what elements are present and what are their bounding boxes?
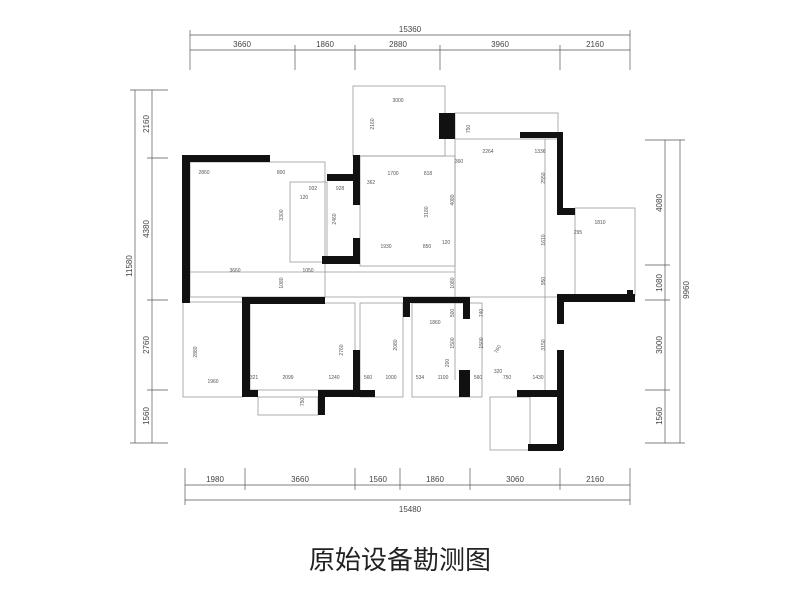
dim-label: 1080	[450, 277, 456, 288]
dim-label: 321	[250, 375, 259, 381]
dim-label: 740	[479, 309, 485, 318]
right-seg: 4080	[655, 194, 664, 212]
dim-label: 2099	[282, 375, 293, 381]
dim-label: 1500	[450, 337, 456, 348]
top-seg: 2160	[586, 40, 604, 49]
dim-label: 320	[494, 369, 503, 375]
dim-label: 4080	[450, 194, 456, 205]
dim-label: 2860	[198, 170, 209, 176]
bottom-seg: 3060	[506, 475, 524, 484]
dim-label: 932	[309, 186, 318, 192]
top-dimensions: 15360 3660 1860 2880 3960 2160	[189, 25, 631, 70]
dim-label: 2550	[541, 172, 547, 183]
dim-label: 2760	[339, 344, 345, 355]
top-seg: 1860	[316, 40, 334, 49]
dim-label: 560	[364, 375, 373, 381]
top-total: 15360	[399, 25, 422, 34]
bottom-seg: 1860	[426, 475, 444, 484]
dim-label: 850	[423, 244, 432, 250]
right-dimensions: 4080 1080 3000 1560 9960	[645, 139, 691, 444]
dim-label: 200	[445, 359, 451, 368]
top-seg: 3660	[233, 40, 251, 49]
top-seg: 3960	[491, 40, 509, 49]
dim-label: 3180	[424, 206, 430, 217]
dim-label: 950	[541, 277, 547, 286]
top-seg: 2880	[389, 40, 407, 49]
dim-label: 1430	[532, 375, 543, 381]
dim-label: 1960	[207, 379, 218, 385]
dim-label: 1050	[302, 268, 313, 274]
dim-label: 295	[574, 230, 583, 236]
left-total: 11580	[125, 255, 134, 277]
bottom-dimensions: 1980 3660 1560 1860 3060 2160 15480	[184, 468, 631, 514]
right-total: 9960	[682, 281, 691, 299]
dim-label: 362	[367, 180, 376, 186]
left-seg: 1560	[142, 407, 151, 425]
dim-label: 560	[474, 375, 483, 381]
dim-label: 2880	[193, 346, 199, 357]
bottom-seg: 3660	[291, 475, 309, 484]
bottom-total: 15480	[399, 505, 422, 514]
dim-label: 2080	[393, 339, 399, 350]
dim-label: 2460	[332, 213, 338, 224]
left-seg: 4380	[142, 220, 151, 238]
drawing-title: 原始设备勘测图	[308, 546, 491, 576]
left-seg: 2160	[142, 115, 151, 133]
dim-label: 3660	[229, 268, 240, 274]
dim-label: 2160	[370, 118, 376, 129]
dim-label: 750	[300, 398, 306, 407]
dim-label: 3000	[392, 98, 403, 104]
walls	[182, 113, 635, 451]
dim-label: 1500	[479, 337, 485, 348]
bottom-seg: 1980	[206, 475, 224, 484]
dim-label: 928	[336, 186, 345, 192]
dim-label: 360	[455, 159, 464, 165]
dim-label: 760	[493, 344, 502, 354]
dim-label: 1700	[387, 171, 398, 177]
dim-label: 1100	[438, 375, 449, 381]
right-seg: 1080	[655, 274, 664, 292]
dim-label: 800	[277, 170, 286, 176]
inner-dimensions: 3000 2160 750 2264 1336 360 2860 800 932…	[193, 98, 606, 406]
dim-label: 750	[466, 125, 472, 134]
left-seg: 2760	[142, 336, 151, 354]
right-seg: 1560	[655, 407, 664, 425]
dim-label: 2264	[482, 149, 493, 155]
bottom-seg: 2160	[586, 475, 604, 484]
dim-label: 1930	[380, 244, 391, 250]
dim-label: 120	[442, 240, 451, 246]
dim-label: 750	[503, 375, 512, 381]
dim-label: 818	[424, 171, 433, 177]
dim-label: 1240	[328, 375, 339, 381]
dim-label: 120	[300, 195, 309, 201]
dim-label: 1860	[429, 320, 440, 326]
left-dimensions: 11580 2160 4380 2760 1560	[125, 89, 168, 444]
dim-label: 1000	[385, 375, 396, 381]
bottom-seg: 1560	[369, 475, 387, 484]
dim-label: 1610	[541, 234, 547, 245]
dim-label: 1810	[594, 220, 605, 226]
dim-label: 3150	[541, 339, 547, 350]
dim-label: 534	[416, 375, 425, 381]
right-seg: 3000	[655, 336, 664, 354]
dim-label: 1336	[534, 149, 545, 155]
dim-label: 3300	[279, 209, 285, 220]
dim-label: 500	[450, 309, 456, 318]
dim-label: 1080	[279, 277, 285, 288]
